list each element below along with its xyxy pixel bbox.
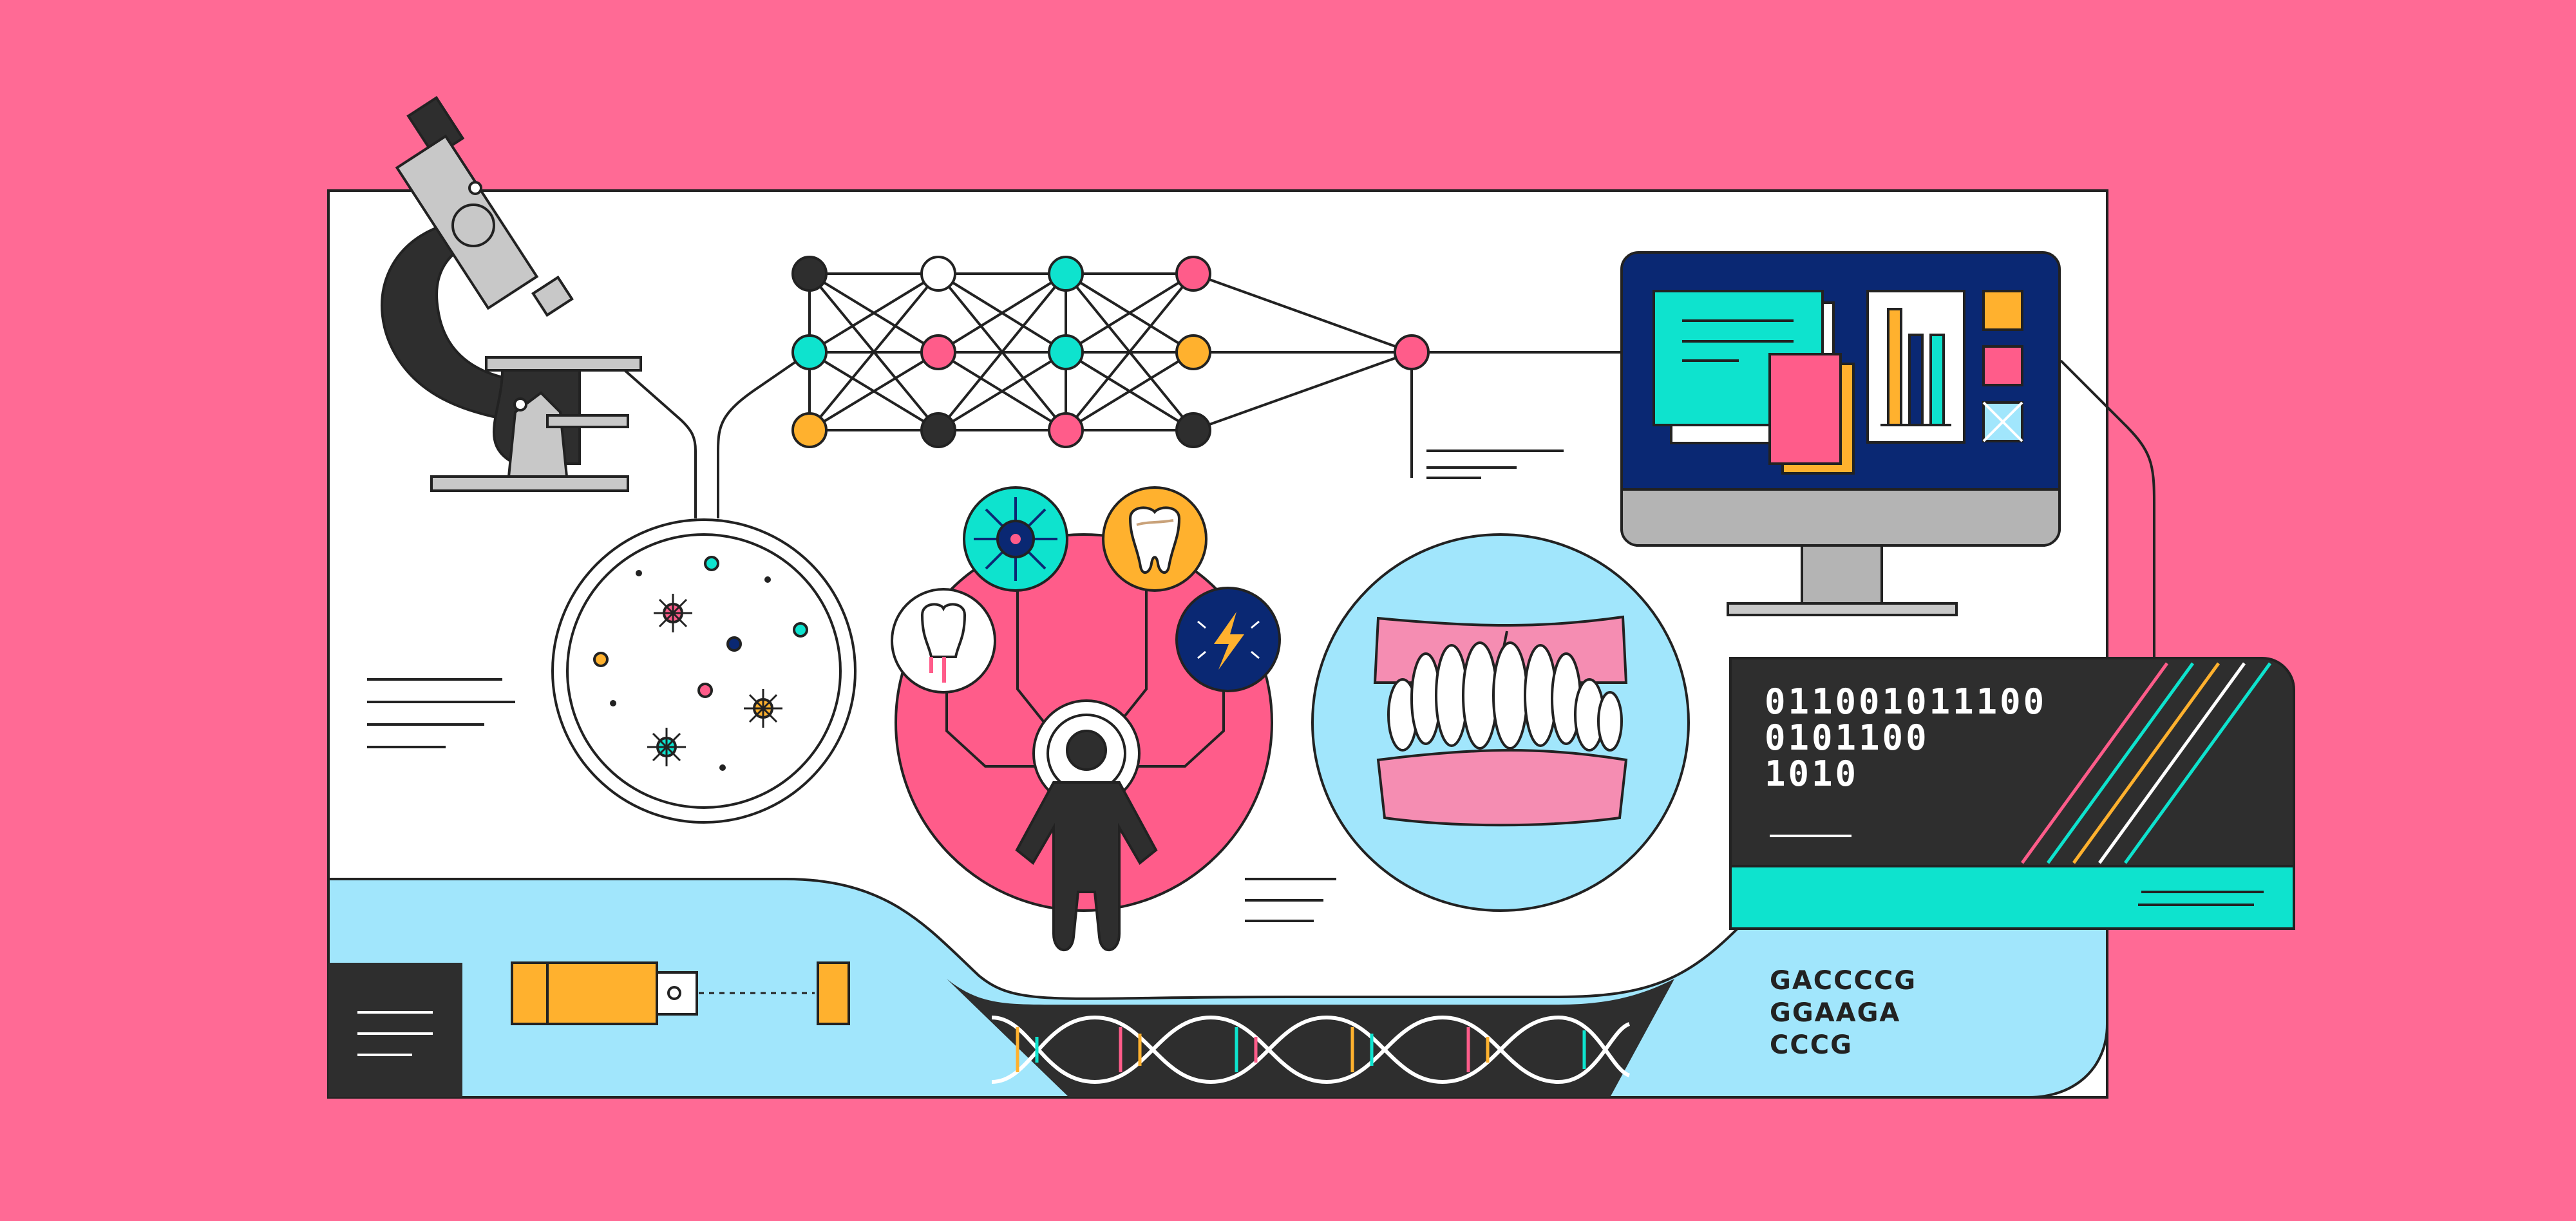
connector-line bbox=[2060, 359, 2155, 676]
binary-line: 011001011100 bbox=[1765, 681, 2047, 722]
bar-chart-icon bbox=[1880, 308, 1951, 426]
notes-box bbox=[328, 963, 462, 1097]
binary-panel bbox=[1729, 657, 2295, 930]
tooth-decay-icon bbox=[1102, 486, 1208, 592]
dna-helix-icon bbox=[947, 979, 1674, 1097]
dentures-icon bbox=[1311, 533, 1690, 912]
petri-dish-icon bbox=[551, 518, 857, 824]
binary-line: 0101100 bbox=[1765, 717, 1929, 758]
text-lines-left bbox=[367, 678, 515, 748]
dna-sequence-line: CCCG bbox=[1770, 1030, 1853, 1060]
dna-sequence-text: GACCCCG GGAAGA CCCG bbox=[1770, 965, 2027, 1061]
binary-line: 1010 bbox=[1765, 753, 1859, 794]
binary-code-text: 011001011100 0101100 1010 bbox=[1765, 684, 2254, 792]
neural-network-icon bbox=[717, 256, 1623, 518]
virus-icon bbox=[963, 486, 1068, 592]
text-lines-center bbox=[1245, 878, 1336, 922]
lightning-icon bbox=[1175, 587, 1281, 692]
text-lines-network bbox=[1426, 450, 1564, 479]
water-band bbox=[327, 878, 2108, 1099]
microscope-icon bbox=[381, 96, 697, 518]
dna-sequence-line: GACCCCG bbox=[1770, 966, 1917, 996]
tooth-root-icon bbox=[891, 588, 996, 694]
dna-sequence-line: GGAAGA bbox=[1770, 998, 1901, 1028]
usb-drive-icon bbox=[511, 961, 850, 1025]
computer-monitor-icon bbox=[1620, 251, 2061, 616]
